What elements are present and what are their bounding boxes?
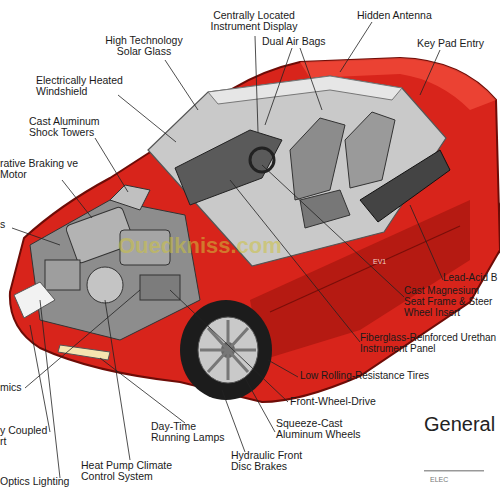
badge-text: EV1 xyxy=(373,258,403,266)
driver-seat xyxy=(290,118,345,200)
watermark: Ouedkniss.com xyxy=(118,234,358,258)
passenger-seat xyxy=(345,112,395,188)
part-label: mics xyxy=(0,382,40,393)
leader-line xyxy=(100,358,185,423)
part-label: Cast Aluminum Shock Towers xyxy=(29,116,111,139)
part-label: Cast Magnesium Seat Frame & Steer Wheel … xyxy=(404,286,500,318)
engine-bay xyxy=(30,185,200,340)
front-wheel xyxy=(180,300,272,400)
instrument-panel xyxy=(175,130,282,205)
part-label: Centrally Located Instrument Display xyxy=(190,10,318,33)
leader-line xyxy=(245,378,275,432)
rim-spokes xyxy=(200,320,256,380)
part-label: Optics Lighting xyxy=(0,476,90,487)
part-label: Fiberglass-Reinforced Urethan Instrument… xyxy=(360,333,500,355)
leader-line xyxy=(118,95,176,142)
front-tire xyxy=(180,300,272,400)
leader-line xyxy=(268,360,298,377)
leader-line xyxy=(25,290,140,388)
leader-lines xyxy=(12,22,443,478)
front-rim xyxy=(198,317,258,383)
car-body xyxy=(10,58,500,402)
leader-line xyxy=(255,36,258,132)
leader-line xyxy=(300,48,322,110)
part-label: Heat Pump Climate Control System xyxy=(81,460,199,483)
part-label: Hydraulic Front Disc Brakes xyxy=(231,450,323,473)
solar-glass xyxy=(208,76,402,104)
part-label: Front-Wheel-Drive xyxy=(290,396,440,407)
radiator xyxy=(45,260,80,290)
battery-pack xyxy=(360,150,450,222)
shock-tower xyxy=(110,185,150,210)
leader-line xyxy=(262,165,404,297)
heat-pump xyxy=(87,267,123,303)
headlamp xyxy=(14,282,55,318)
part-label: rative Braking ve Motor xyxy=(0,158,80,181)
leader-line xyxy=(222,390,245,452)
leader-line xyxy=(62,180,92,218)
leader-line xyxy=(165,60,198,110)
leader-line xyxy=(265,48,292,125)
part-label: Lead-Acid B xyxy=(443,273,500,284)
leader-line xyxy=(420,50,440,95)
part-label: Electrically Heated Windshield xyxy=(36,75,132,98)
part-label: s xyxy=(0,219,20,230)
leader-line xyxy=(12,228,60,245)
bay-floor xyxy=(30,200,200,340)
leader-line xyxy=(30,325,50,432)
part-label: Day-Time Running Lamps xyxy=(151,421,226,444)
leader-line xyxy=(170,290,288,402)
leader-line xyxy=(230,180,360,342)
leader-line xyxy=(410,205,443,280)
leader-line xyxy=(340,22,372,72)
leader-line xyxy=(40,300,60,478)
leader-line xyxy=(105,300,130,460)
running-lamp xyxy=(58,345,110,360)
part-label: Hidden Antenna xyxy=(357,10,457,21)
logo-rule xyxy=(424,470,484,472)
part-label: y Coupled rt xyxy=(0,425,56,448)
steering-wheel xyxy=(250,148,274,172)
brand-logo: General xyxy=(424,414,500,436)
part-label: Key Pad Entry xyxy=(417,38,497,49)
brand-subtitle: ELEC xyxy=(430,476,480,484)
seat-cushion xyxy=(300,190,350,228)
part-label: Squeeze-Cast Aluminum Wheels xyxy=(276,418,366,441)
part-label: Dual Air Bags xyxy=(262,36,352,47)
leader-line xyxy=(95,138,128,192)
part-label: Low Rolling-Resistance Tires xyxy=(300,371,500,382)
inverter xyxy=(140,275,180,300)
part-label: High Technology Solar Glass xyxy=(98,35,190,58)
